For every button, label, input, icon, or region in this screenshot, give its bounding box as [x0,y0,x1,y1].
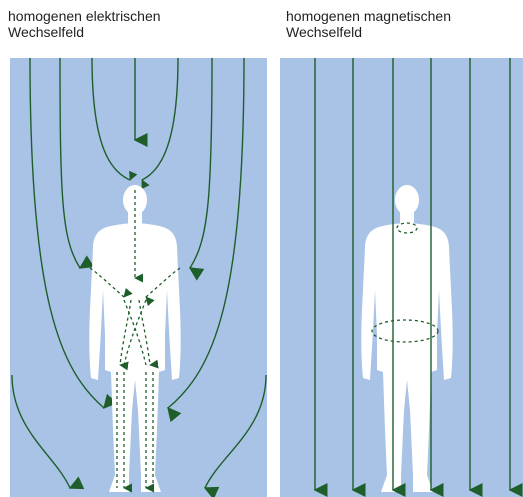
panel-divider [267,58,280,497]
